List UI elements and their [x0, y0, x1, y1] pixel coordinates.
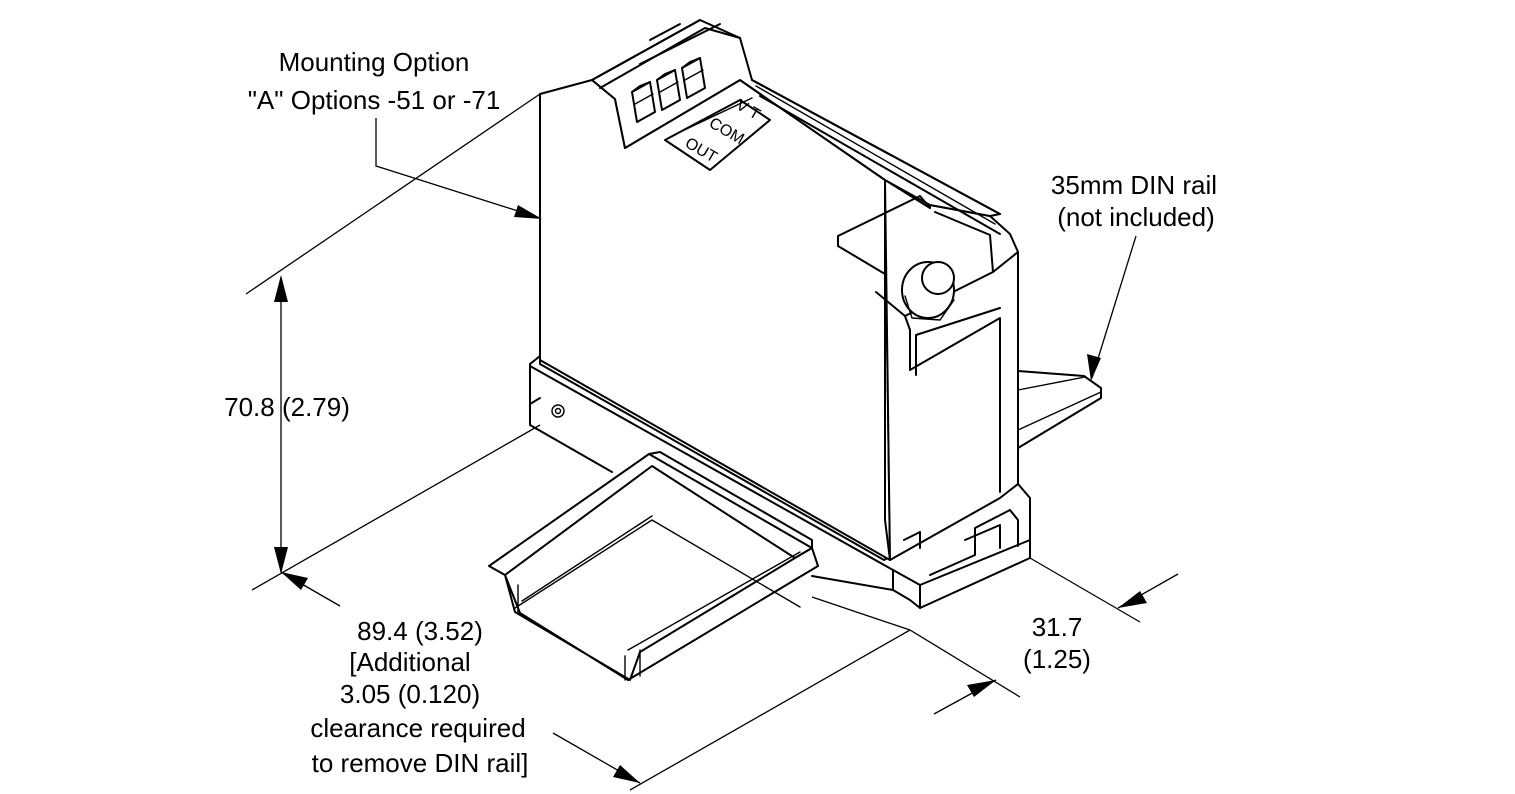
din-rail-label-line1: 35mm DIN rail [1051, 170, 1217, 200]
mounting-option-label-line2: "A" Options -51 or -71 [248, 85, 501, 115]
mounting-option-leader [375, 118, 542, 219]
length-dimension [280, 571, 911, 791]
din-rail-label-line2: (not included) [1057, 202, 1215, 232]
width-dimension-label-line2: (1.25) [1023, 644, 1091, 674]
height-dimension-label: 70.8 (2.79) [224, 392, 350, 422]
din-rail-back [1017, 370, 1102, 449]
width-dimension [909, 557, 1179, 715]
din-rail-front [488, 451, 819, 681]
width-dimension-label-line1: 31.7 [1032, 612, 1083, 642]
mounting-option-label-line1: Mounting Option [279, 47, 470, 77]
din-rail-leader [1087, 235, 1137, 381]
adjustment-knob [901, 261, 955, 321]
length-dimension-label-line4: clearance required [310, 713, 525, 743]
length-dimension-label-line3: 3.05 (0.120) [340, 679, 480, 709]
length-dimension-label-line2: [Additional [349, 647, 470, 677]
height-dimension [245, 93, 541, 591]
length-dimension-label-line5: to remove DIN rail] [312, 748, 529, 778]
length-dimension-label-line1: 89.4 (3.52) [357, 616, 483, 646]
